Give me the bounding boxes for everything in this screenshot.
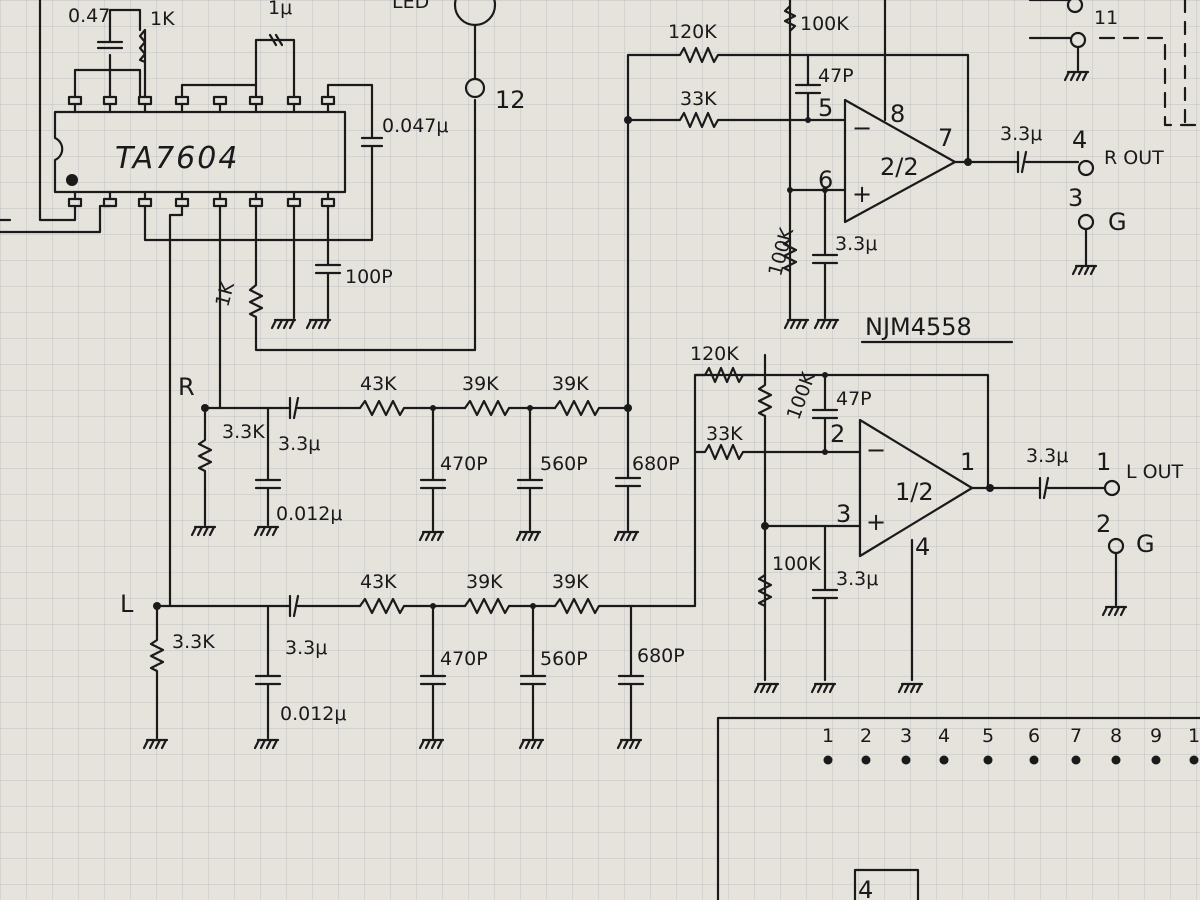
connector-pin-dot	[983, 755, 993, 765]
pin2b-label: 2	[1096, 510, 1111, 538]
cap-1u-label: 1μ	[268, 0, 292, 19]
pin7-label: 7	[938, 124, 953, 152]
pin11-label: 11	[1094, 7, 1118, 29]
connector-pin-label: 5	[982, 725, 994, 747]
lout-label: L OUT	[1126, 461, 1183, 483]
connector-pin-dot	[1189, 755, 1199, 765]
pin3-label: 3	[1068, 184, 1083, 212]
r2-33k-label: 33K	[680, 88, 717, 110]
opamp-12-minus: −	[866, 436, 886, 464]
opamp-12-label: 1/2	[895, 478, 934, 506]
connector-board: 1 2 3 4 5 6 7 8 9 10 4	[716, 716, 1200, 900]
l-cap-470p-label: 470P	[440, 648, 488, 670]
l-cap-680p-label: 680P	[637, 645, 685, 667]
opamp-22-label: 2/2	[880, 153, 919, 181]
pin5-label: 5	[818, 94, 833, 122]
ta7604-ic: TA7604	[53, 95, 347, 208]
r-res-39k-a-label: 39K	[462, 373, 499, 395]
pin6-label: 6	[818, 166, 833, 194]
l-label: L	[120, 590, 134, 618]
pin8-label: 8	[890, 100, 905, 128]
ic-label: TA7604	[115, 141, 239, 176]
r-label: R	[178, 373, 195, 401]
cap-0047-label: 0.047μ	[382, 115, 448, 137]
pin2-label: 2	[830, 420, 845, 448]
pin1b-label: 1	[1096, 448, 1111, 476]
connector-pin-label: 3	[900, 725, 912, 747]
connector-pin-dot	[1111, 755, 1121, 765]
rg-label: G	[1108, 208, 1127, 236]
r-channel-filter: R 3.3K 3.3μ 0.012μ 43K 39K 39K 470P 560P…	[178, 373, 680, 542]
l-res-33k-label: 3.3K	[172, 631, 215, 653]
pin-12-label: 12	[495, 86, 526, 114]
connector-pin-label: 4	[938, 725, 950, 747]
connector-pin-label: 10	[1188, 725, 1200, 747]
r-cap-470p-label: 470P	[440, 453, 488, 475]
r2-120k-label: 120K	[668, 21, 717, 43]
r1-33k-label: 33K	[706, 423, 743, 445]
opamp-1of2: 1/2 − + 120K 33K 100K 47P 2 3 1 4 100K 3…	[690, 343, 1183, 694]
pin3b-label: 3	[836, 500, 851, 528]
r-res-33k-label: 3.3K	[222, 421, 265, 443]
lg-label: G	[1136, 530, 1155, 558]
connector-pin-label: 9	[1150, 725, 1162, 747]
led-label: LED	[392, 0, 429, 13]
board-mark: 4	[858, 876, 873, 900]
connector-pin-label: 7	[1070, 725, 1082, 747]
opamp-22-minus: −	[852, 114, 872, 142]
l-res-39k-a-label: 39K	[466, 571, 503, 593]
connector-pin-label: 8	[1110, 725, 1122, 747]
pin4-label: 4	[1072, 126, 1087, 154]
l-res-39k-b-label: 39K	[552, 571, 589, 593]
r1-120k-label: 120K	[690, 343, 739, 365]
c2-33u-label: 3.3μ	[835, 233, 877, 255]
r1-100k-top-label: 100K	[783, 369, 821, 423]
c1-47p-label: 47P	[836, 388, 872, 410]
l-res-43k-label: 43K	[360, 571, 397, 593]
connector-pin-dot	[823, 755, 833, 765]
l-cap-0012-label: 0.012μ	[280, 703, 346, 725]
r-cap-0012-label: 0.012μ	[276, 503, 342, 525]
connector-pin-label: 6	[1028, 725, 1040, 747]
r-cap-560p-label: 560P	[540, 453, 588, 475]
r-cap-33u-label: 3.3μ	[278, 433, 320, 455]
l-cap-560p-label: 560P	[540, 648, 588, 670]
connector-pin-label: 1	[822, 725, 834, 747]
pin4b-label: 4	[915, 533, 930, 561]
cap-047-label: 0.47	[68, 5, 110, 27]
connector-pin-dot	[901, 755, 911, 765]
l-channel-filter: L 3.3K 3.3μ 0.012μ 43K 39K 39K 470P 560P…	[120, 373, 757, 750]
connector-pin-dot	[1071, 755, 1081, 765]
cap-100p-label: 100P	[345, 266, 393, 288]
opamp-12-plus: +	[866, 508, 886, 536]
c1-33u-label: 3.3μ	[836, 568, 878, 590]
rout-label: R OUT	[1104, 147, 1164, 169]
res-1k-label: 1K	[212, 279, 240, 309]
pin1-label: 1	[960, 448, 975, 476]
r-res-39k-b-label: 39K	[552, 373, 589, 395]
r2-100k-top-label: 100K	[800, 13, 849, 35]
c2-out-33u-label: 3.3μ	[1000, 123, 1042, 145]
opamp-22-plus: +	[852, 180, 872, 208]
r-res-43k-label: 43K	[360, 373, 397, 395]
res-1k-top-label: 1K	[150, 8, 175, 30]
connector-pin-label: 2	[860, 725, 872, 747]
connector-pin-dot	[861, 755, 871, 765]
opamp-2of2: 2/2 − + 120K 33K 100K 47P 5 6 8 7 100K 3…	[624, 0, 1164, 410]
connector-pin-dot	[1151, 755, 1161, 765]
connector-pin-dot	[1029, 755, 1039, 765]
c1-out-33u-label: 3.3μ	[1026, 445, 1068, 467]
l-cap-33u-label: 3.3μ	[285, 637, 327, 659]
njm4558-label: NJM4558	[865, 313, 972, 341]
r-cap-680p-label: 680P	[632, 453, 680, 475]
c2-47p-label: 47P	[818, 65, 854, 87]
r1-100k-label: 100K	[772, 553, 821, 575]
connector-pin-dot	[939, 755, 949, 765]
